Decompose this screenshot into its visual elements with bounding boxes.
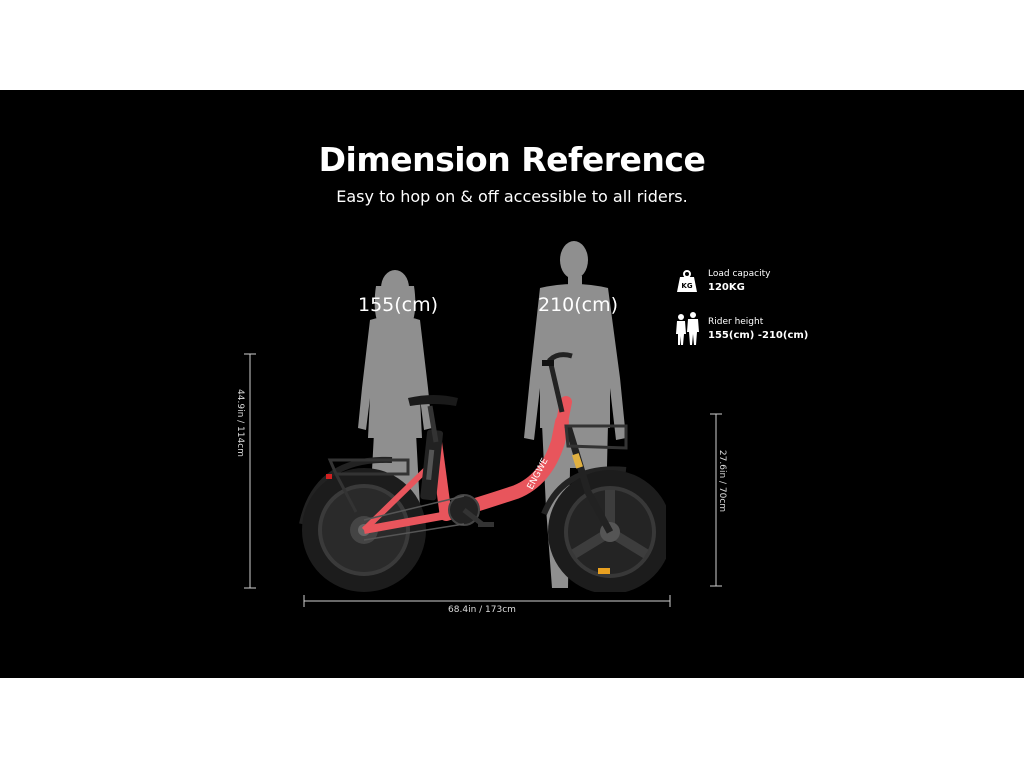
length-label: 68.4in / 173cm xyxy=(448,605,516,615)
total-height-label: 44.9in / 114cm xyxy=(235,389,245,457)
rider-height-value: 155(cm) -210(cm) xyxy=(708,330,809,341)
short-person-height: 155(cm) xyxy=(358,294,439,316)
load-capacity-spec: KG Load capacity 120KG xyxy=(674,268,770,294)
seat-height-dimension-line xyxy=(710,413,722,587)
load-capacity-value: 120KG xyxy=(708,282,745,293)
total-height-dimension-line xyxy=(244,353,256,589)
ebike-illustration: ENGWE xyxy=(299,352,666,592)
load-capacity-label: Load capacity xyxy=(708,269,771,279)
rider-height-label: Rider height xyxy=(708,317,764,327)
length-dimension-line xyxy=(303,595,671,607)
svg-text:KG: KG xyxy=(681,282,692,290)
weight-kg-icon: KG xyxy=(674,268,700,294)
seat-height-label: 27.6in / 70cm xyxy=(717,449,727,513)
riders-icon xyxy=(674,312,700,345)
tall-person-height: 210(cm) xyxy=(538,294,619,316)
page-title: Dimension Reference xyxy=(318,140,706,179)
rider-height-spec: Rider height 155(cm) -210(cm) xyxy=(674,312,809,345)
page-subtitle: Easy to hop on & off accessible to all r… xyxy=(336,187,688,206)
product-banner: Dimension Reference Easy to hop on & off… xyxy=(0,90,1024,678)
